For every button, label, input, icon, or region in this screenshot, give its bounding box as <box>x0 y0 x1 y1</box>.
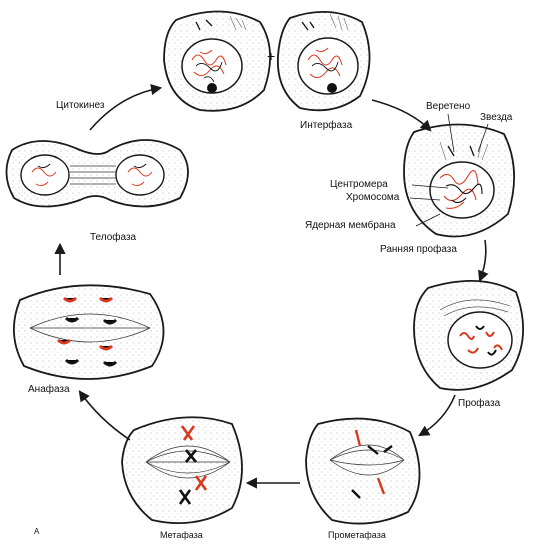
cell-prometaphase <box>305 417 421 525</box>
cell-interphase-right <box>277 10 371 112</box>
label-chromosome: Хромосома <box>346 192 400 203</box>
label-metaphase: Метафаза <box>160 530 203 540</box>
cell-metaphase <box>121 416 243 525</box>
cell-telophase <box>5 139 189 208</box>
label-nuclear-membrane: Ядерная мембрана <box>305 220 396 231</box>
cell-anaphase <box>12 284 165 380</box>
cell-prophase <box>413 280 524 391</box>
annotation-leaders <box>409 113 489 227</box>
cell-early-prophase <box>403 123 515 238</box>
cycle-arrows <box>54 84 489 489</box>
arrow-interphase-to-early-prophase <box>371 99 432 132</box>
label-cytokinesis: Цитокинез <box>56 100 105 111</box>
cell-interphase-left <box>163 10 272 112</box>
figure-letter: А <box>34 527 40 536</box>
label-interphase: Интерфаза <box>300 120 353 131</box>
label-prometaphase: Прометафаза <box>328 530 386 540</box>
label-centromere: Центромера <box>330 179 388 190</box>
arrow-metaphase-to-anaphase <box>78 390 131 441</box>
label-anaphase: Анафаза <box>28 384 70 395</box>
arrow-prophase-to-prometaphase <box>418 394 456 437</box>
label-plus: + <box>267 48 276 64</box>
label-spindle: Веретено <box>426 101 471 112</box>
arrow-early-prophase-to-prophase <box>478 239 489 283</box>
label-early-prophase: Ранняя профаза <box>380 244 457 255</box>
label-prophase: Профаза <box>458 398 501 409</box>
label-telophase: Телофаза <box>90 232 137 243</box>
arrow-cytokinesis-to-interphase <box>89 84 163 131</box>
label-star: Звезда <box>480 112 513 123</box>
